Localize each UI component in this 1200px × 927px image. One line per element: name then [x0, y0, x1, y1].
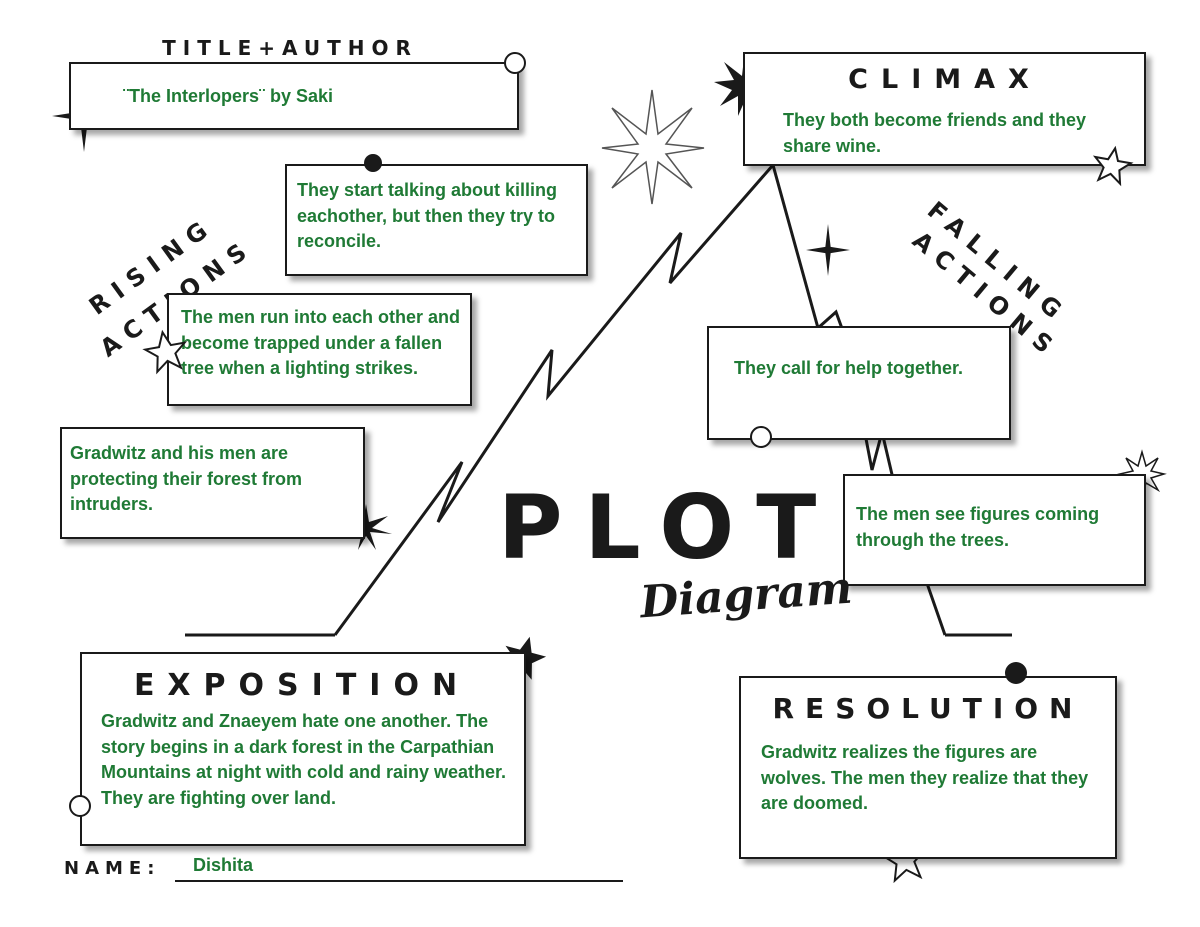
outline-starburst-icon	[601, 89, 705, 205]
hollow-dot-icon	[504, 52, 526, 74]
resolution-heading: RESOLUTION	[772, 692, 1084, 725]
title-author-heading: TITLE+AUTHOR	[162, 36, 418, 60]
rising-event-1-box: Gradwitz and his men are protecting thei…	[60, 427, 365, 539]
name-line	[175, 880, 623, 882]
falling-event-2-text: The men see figures coming through the t…	[856, 504, 1100, 550]
filled-dot-icon	[1005, 662, 1027, 684]
falling-event-1-text: They call for help together.	[734, 358, 964, 378]
name-label: NAME:	[64, 858, 161, 879]
exposition-box: EXPOSITION Gradwitz and Znaeyem hate one…	[80, 652, 526, 846]
climax-heading: CLIMAX	[848, 64, 1042, 95]
outline-star-icon	[1092, 145, 1134, 187]
falling-event-1-box: They call for help together.	[707, 326, 1011, 440]
rising-event-3-box: They start talking about killing eachoth…	[285, 164, 588, 276]
rising-event-3-text: They start talking about killing eachoth…	[297, 180, 558, 251]
exposition-heading: EXPOSITION	[133, 668, 471, 703]
hollow-dot-icon	[69, 795, 91, 817]
resolution-text: Gradwitz realizes the figures are wolves…	[761, 742, 1089, 813]
filled-dot-icon	[364, 154, 382, 172]
resolution-box: RESOLUTION Gradwitz realizes the figures…	[739, 676, 1117, 859]
rising-event-1-text: Gradwitz and his men are protecting thei…	[70, 443, 303, 514]
falling-event-2-box: The men see figures coming through the t…	[843, 474, 1146, 586]
title-author-box: ¨The Interlopers¨ by Saki	[69, 62, 519, 130]
hollow-dot-icon	[750, 426, 772, 448]
exposition-text: Gradwitz and Znaeyem hate one another. T…	[101, 711, 507, 808]
rising-event-2-box: The men run into each other and become t…	[167, 293, 472, 406]
climax-text: They both become friends and they share …	[783, 110, 1087, 156]
title-author-text: ¨The Interlopers¨ by Saki	[123, 86, 334, 106]
plot-title: PLOT	[498, 476, 839, 579]
small-burst-icon	[344, 504, 392, 550]
rising-event-2-text: The men run into each other and become t…	[181, 307, 461, 378]
rising-action-line	[333, 164, 775, 636]
climax-box: CLIMAX They both become friends and they…	[743, 52, 1146, 166]
name-value: Dishita	[193, 855, 254, 875]
outline-star-icon	[142, 329, 188, 375]
